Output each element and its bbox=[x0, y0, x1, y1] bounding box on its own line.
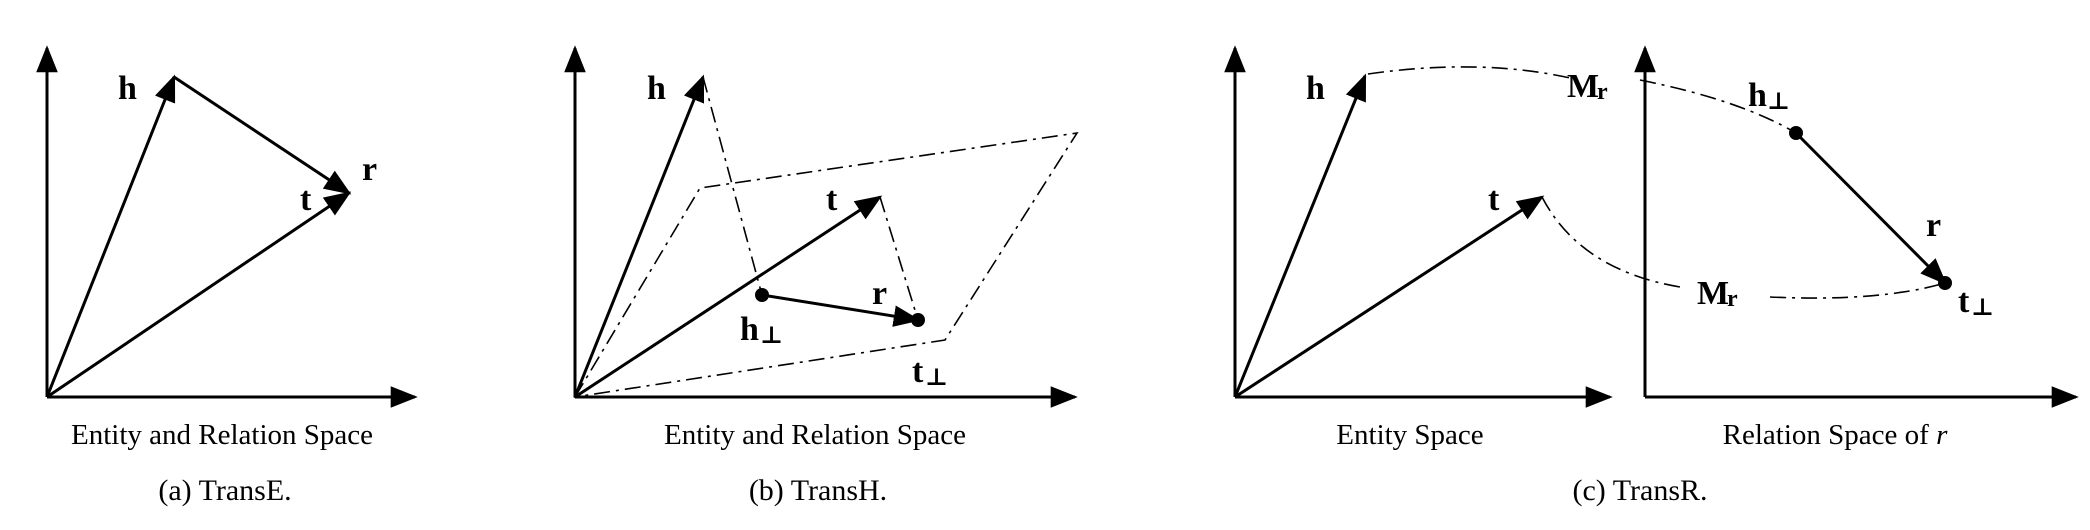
caption-c: (c) TransR. bbox=[1572, 474, 1707, 507]
t-perp-symbol: ⊥ bbox=[1971, 295, 1994, 321]
mr-sub-top: r bbox=[1597, 79, 1608, 105]
panel-transe: h r t Entity and Relation Space (a) Tran… bbox=[36, 45, 418, 507]
r-vector bbox=[761, 293, 921, 327]
t-label: t bbox=[826, 181, 838, 218]
h-perp-point bbox=[755, 288, 769, 302]
h-vector bbox=[1233, 73, 1367, 398]
t-perp-label: t bbox=[912, 353, 924, 390]
mr-label-top: M bbox=[1567, 68, 1599, 105]
caption-a: (a) TransE. bbox=[158, 474, 291, 507]
hyperplane bbox=[573, 131, 1079, 399]
mr-label-bottom: M bbox=[1697, 275, 1729, 312]
t-perp-label: t bbox=[1958, 283, 1970, 320]
mr-sub-bottom: r bbox=[1727, 286, 1738, 312]
r-label: r bbox=[1926, 207, 1941, 244]
t-perp-symbol: ⊥ bbox=[925, 365, 948, 391]
space-label: Entity and Relation Space bbox=[71, 419, 373, 451]
h-label: h bbox=[1306, 70, 1325, 107]
t-label: t bbox=[300, 181, 312, 218]
mr-mapping-curve-h-right bbox=[1639, 79, 1797, 134]
panel-transr: h t M r M r h ⊥ r t ⊥ Entity Space Relat… bbox=[1224, 45, 2079, 507]
h-projection-line bbox=[702, 76, 763, 296]
t-vector bbox=[1234, 195, 1545, 399]
mr-mapping-curve-t bbox=[1541, 196, 1681, 288]
t-perp-point bbox=[911, 313, 925, 327]
h-label: h bbox=[647, 70, 666, 107]
t-perp-point bbox=[1938, 276, 1952, 290]
r-label: r bbox=[362, 151, 377, 188]
relation-space-variable: r bbox=[1936, 419, 1948, 451]
h-perp-symbol: ⊥ bbox=[1767, 89, 1790, 115]
relation-space-label: Relation Space of r bbox=[1723, 419, 1948, 451]
t-label: t bbox=[1488, 181, 1500, 218]
r-vector bbox=[1794, 131, 1947, 285]
h-vector bbox=[45, 74, 176, 398]
h-perp-label: h bbox=[1748, 77, 1767, 114]
r-vector bbox=[173, 75, 352, 195]
t-projection-line bbox=[879, 196, 919, 321]
mr-mapping-curve-t-right bbox=[1769, 282, 1946, 299]
t-vector bbox=[574, 195, 883, 399]
h-perp-symbol: ⊥ bbox=[760, 323, 783, 349]
panel-transh: h t r h ⊥ t ⊥ Entity and Relation Space … bbox=[564, 45, 1079, 507]
h-label: h bbox=[118, 70, 137, 107]
space-label: Entity and Relation Space bbox=[664, 419, 966, 451]
relation-space-prefix: Relation Space of bbox=[1723, 419, 1936, 451]
h-perp-point bbox=[1789, 126, 1803, 140]
mr-mapping-curve-h bbox=[1367, 66, 1571, 79]
h-perp-label: h bbox=[740, 311, 759, 348]
caption-b: (b) TransH. bbox=[749, 474, 887, 507]
entity-space-label: Entity Space bbox=[1336, 419, 1483, 451]
h-vector bbox=[573, 74, 705, 398]
t-vector bbox=[46, 191, 352, 399]
r-label: r bbox=[872, 275, 887, 312]
